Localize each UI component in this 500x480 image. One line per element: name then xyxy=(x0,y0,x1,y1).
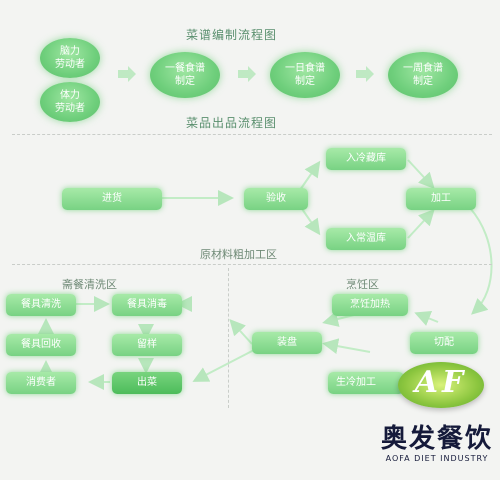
cut-box: 切配 xyxy=(410,332,478,354)
raw-cold-box: 生冷加工 xyxy=(328,372,404,394)
sample-box: 留样 xyxy=(112,334,182,356)
logo-english-name: AOFA DIET INDUSTRY xyxy=(385,454,489,463)
plate-box: 装盘 xyxy=(252,332,322,354)
inspect-box: 验收 xyxy=(244,188,308,210)
brand-logo: AF 奥发餐饮 AOFA DIET INDUSTRY xyxy=(364,352,500,480)
separator-top xyxy=(12,134,492,135)
month-menu-node: 一周食谱制定 xyxy=(388,52,458,98)
recycle-box: 餐具回收 xyxy=(6,334,76,356)
logo-chinese-name: 奥发餐饮 xyxy=(380,424,493,454)
week-menu-node: 一日食谱制定 xyxy=(270,52,340,98)
mental-worker-node: 脑力劳动者 xyxy=(40,38,100,78)
normal-storage-box: 入常温库 xyxy=(326,228,406,250)
raw-processing-title: 原材料粗加工区 xyxy=(200,248,277,261)
menu-flow-title: 菜谱编制流程图 xyxy=(186,28,278,42)
serve-box: 出菜 xyxy=(112,372,182,394)
wash-box: 餐具清洗 xyxy=(6,294,76,316)
process-box: 加工 xyxy=(406,188,476,210)
separator-vertical xyxy=(228,268,229,408)
cooking-heat-box: 烹饪加热 xyxy=(332,294,408,316)
cold-storage-box: 入冷藏库 xyxy=(326,148,406,170)
physical-worker-node: 体力劳动者 xyxy=(40,82,100,122)
logo-mark: AF xyxy=(414,365,468,400)
day-menu-node: 一餐食谱制定 xyxy=(150,52,220,98)
separator-middle xyxy=(12,264,492,265)
cooking-title: 烹饪区 xyxy=(346,278,379,291)
disinfect-box: 餐具消毒 xyxy=(112,294,182,316)
dish-washing-title: 斋餐清洗区 xyxy=(62,278,117,291)
purchase-box: 进货 xyxy=(62,188,162,210)
logo-ellipse xyxy=(398,362,484,408)
product-flow-title: 菜品出品流程图 xyxy=(186,116,278,130)
consumer-box: 消费者 xyxy=(6,372,76,394)
